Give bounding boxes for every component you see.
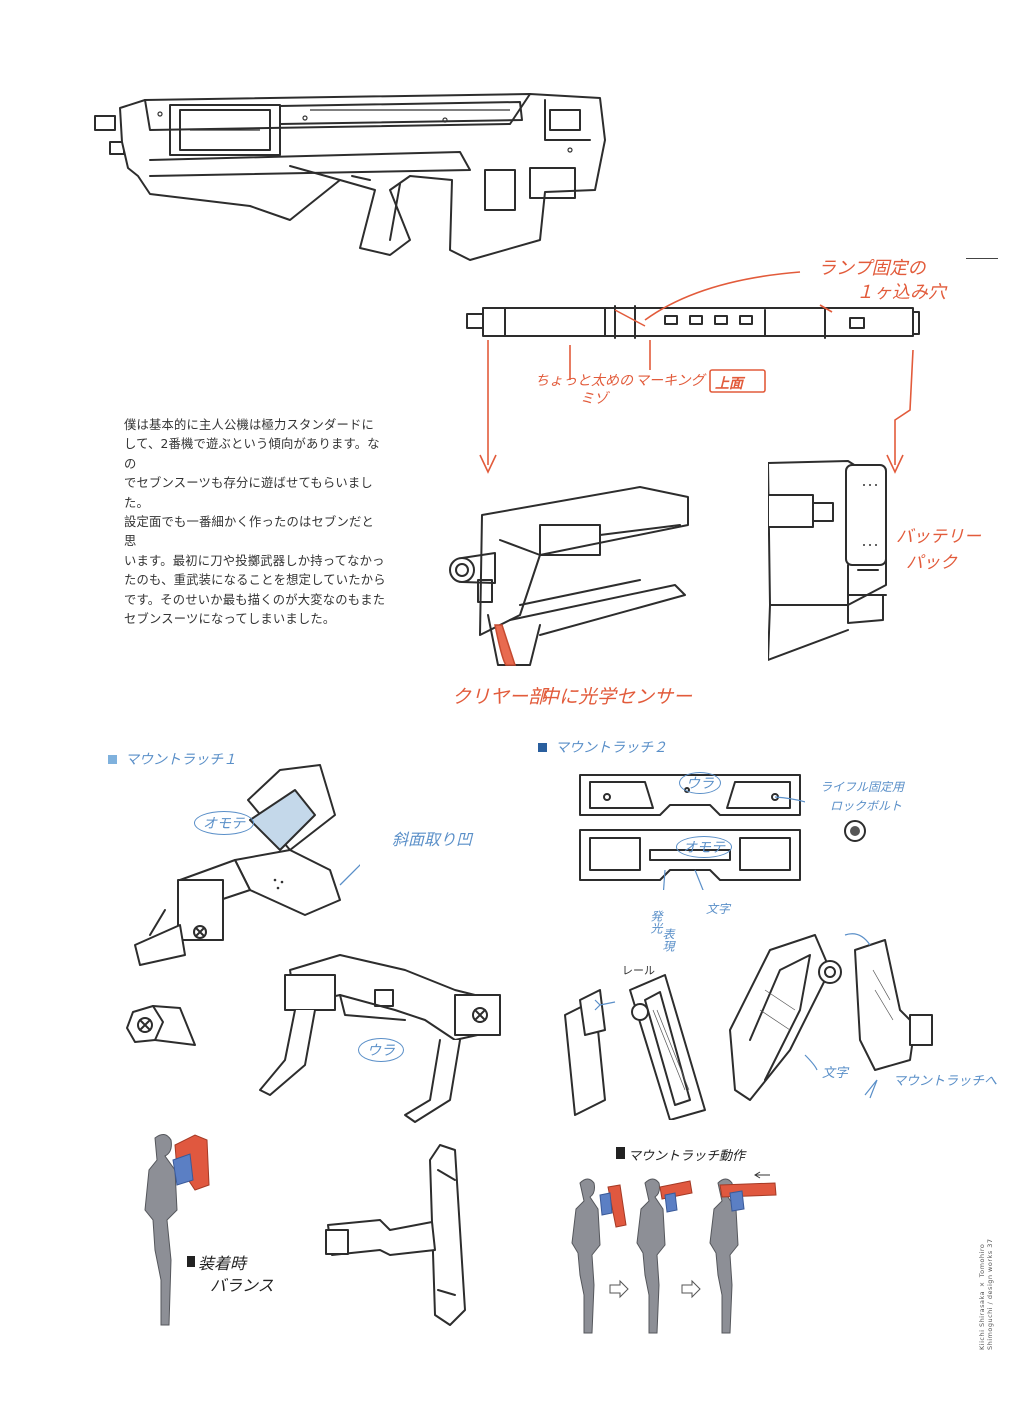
note-battery-1: バッテリー <box>896 527 981 547</box>
section2-marker-icon <box>538 742 547 752</box>
note-groove-2: ミゾ <box>580 391 608 407</box>
section2-glow-2: 表現 <box>661 928 675 952</box>
section2-lock-bolt-2: ロックボルト <box>830 799 903 813</box>
lock-bolt-drawing <box>844 820 866 842</box>
section1-slant: 斜面取り凹 <box>392 830 473 849</box>
rifle-rear-perspective <box>768 460 887 661</box>
section2-rail: レール <box>622 964 655 977</box>
section2-omote: オモテ <box>676 836 732 858</box>
note-lamp-hole-1: ランプ固定の <box>818 258 926 279</box>
section2-action: マウントラッチ動作 <box>628 1149 746 1164</box>
note-groove-1: ちょっと太めの <box>535 373 633 389</box>
page-credit: Kiichi Shirasaka × Tomohiro Shimoguchi /… <box>978 1238 994 1350</box>
section2-ura: ウラ <box>679 772 721 794</box>
section2-title-text: マウントラッチ２ <box>555 740 667 756</box>
section1-ura: ウラ <box>358 1038 404 1062</box>
mount-latch1-back-drawing <box>259 954 501 1123</box>
balance-label-2: バランス <box>210 1276 274 1295</box>
section1-omote: オモテ <box>194 811 254 835</box>
figure-balance-drawing <box>144 1134 210 1326</box>
rifle-side-view-drawing <box>94 93 606 261</box>
note-optical-sensor: 中に光学センサー <box>540 686 693 708</box>
mount-latch1-side-drawing <box>325 1144 466 1326</box>
section2-to-mount: マウントラッチへ <box>893 1074 998 1089</box>
note-lamp-hole-2: １ヶ込み穴 <box>856 282 946 303</box>
mount-latch1-hex-part <box>126 1005 196 1046</box>
note-clear-part: クリヤー部 <box>452 686 548 708</box>
section2-text-label-2: 文字 <box>822 1066 849 1081</box>
section1-marker-icon <box>108 754 117 764</box>
balance-label-1: 装着時 <box>198 1254 247 1273</box>
red-annotation-arrows <box>479 271 914 474</box>
note-marking: マーキング <box>635 373 705 389</box>
section1-title: マウントラッチ１ <box>108 749 237 769</box>
balance-marker-icon <box>187 1256 195 1267</box>
rifle-front-perspective <box>449 486 689 666</box>
section2-glow-1: 発光 <box>649 910 663 934</box>
body-text: 僕は基本的に主人公機は極力スタンダードに して、2番機で遊ぶという傾向があります… <box>124 418 386 627</box>
mount-latch1-front-drawing <box>134 764 360 966</box>
section1-title-text: マウントラッチ１ <box>125 752 237 768</box>
action-marker-icon <box>616 1147 625 1159</box>
mount-latch2-perspective-drawings <box>564 933 933 1120</box>
edge-tick <box>966 258 998 259</box>
note-top-view: 上面 <box>715 376 743 392</box>
section2-title: マウントラッチ２ <box>538 737 667 757</box>
rifle-top-view-drawing <box>466 305 920 339</box>
note-battery-2: パック <box>906 553 957 573</box>
section2-text-label: 文字 <box>706 902 731 916</box>
section2-lock-bolt-1: ライフル固定用 <box>820 780 905 794</box>
mount-action-sequence <box>571 1171 777 1334</box>
